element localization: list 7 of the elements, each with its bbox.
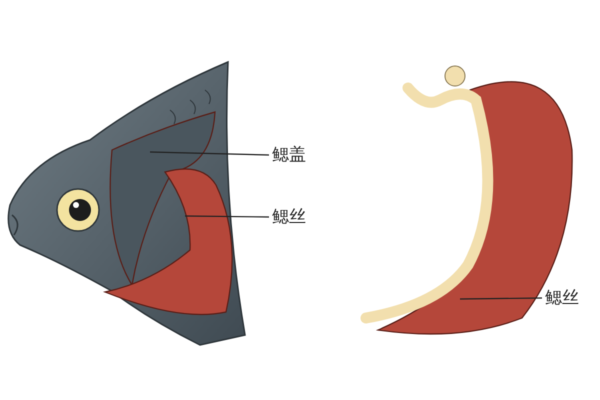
part-label: 鳃丝 xyxy=(272,207,306,227)
part-label: 鳃丝 xyxy=(545,288,579,308)
gill-cover xyxy=(110,111,216,286)
part-label: 鳃盖 xyxy=(272,145,306,165)
gill-filaments xyxy=(104,168,233,316)
leader-line xyxy=(150,151,270,156)
leader-line xyxy=(185,215,269,218)
